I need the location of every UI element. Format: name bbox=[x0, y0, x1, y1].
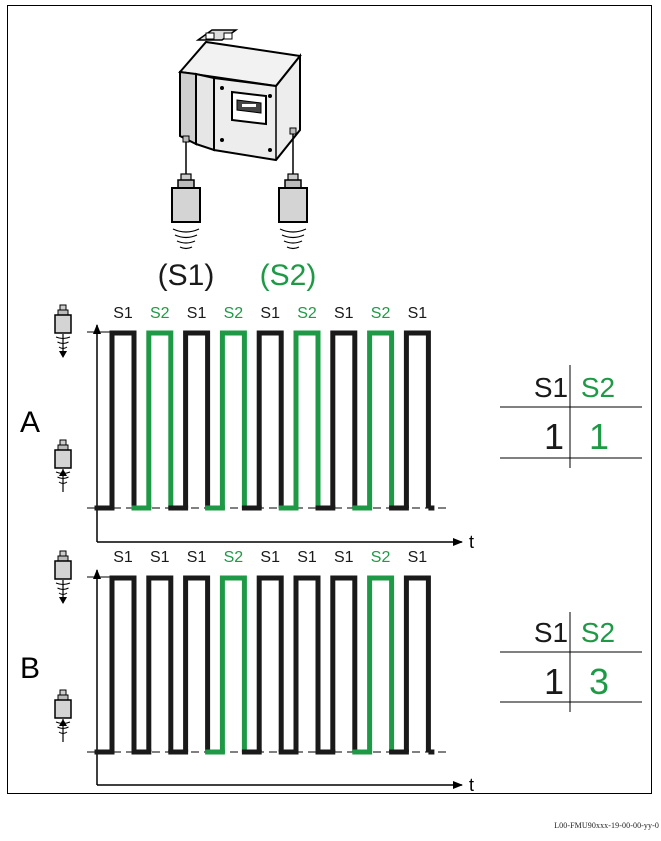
panel-a-time-label: t bbox=[469, 532, 474, 552]
panel_a-pulse-label: S1 bbox=[260, 305, 280, 322]
panel-b-table-ratio-s1: 1 bbox=[544, 661, 564, 702]
panel_b-pulse-label: S1 bbox=[150, 549, 170, 566]
panel_b-pulse-label: S1 bbox=[260, 549, 280, 566]
panel-a-ratio-table: S1 S2 1 1 bbox=[500, 365, 642, 468]
panel_a-pulse-label: S2 bbox=[297, 305, 317, 322]
sensor-s2-icon bbox=[278, 173, 308, 250]
panel_a-pulse bbox=[367, 330, 395, 508]
panel-a-table-ratio-s2: 1 bbox=[589, 416, 609, 457]
sensor-s1-label: (S1) bbox=[158, 259, 215, 292]
panel_b-pulse-label: S1 bbox=[113, 549, 133, 566]
panel_a-pulse-label: S1 bbox=[408, 305, 428, 322]
diagram-frame bbox=[7, 5, 652, 794]
panel_a-pulse-label: S1 bbox=[334, 305, 354, 322]
panel_a-pulse bbox=[403, 330, 431, 508]
panel-b-table-header-s2: S2 bbox=[581, 617, 615, 648]
panel_a-pulse bbox=[109, 330, 137, 508]
sensor-s2-label: (S2) bbox=[260, 259, 317, 292]
panel-b-letter: B bbox=[20, 652, 40, 685]
panel_b-pulse-label: S1 bbox=[297, 549, 317, 566]
panel_a-pulse-label: S2 bbox=[150, 305, 170, 322]
panel_a-pulse bbox=[293, 330, 321, 508]
panel-a-letter: A bbox=[20, 406, 40, 439]
panel_a-pulse bbox=[219, 330, 247, 508]
panel_b-pulse bbox=[330, 575, 358, 752]
panel-a-table-ratio-s1: 1 bbox=[544, 416, 564, 457]
panel-b-sensor-empty-icon bbox=[54, 689, 72, 742]
panel_b-pulse bbox=[293, 575, 321, 752]
sensor-s1-icon bbox=[171, 173, 201, 250]
panel_b-pulse-label: S2 bbox=[224, 549, 244, 566]
panel-b-table-header-s1: S1 bbox=[534, 617, 568, 648]
panel_a-pulse-label: S1 bbox=[187, 305, 207, 322]
panel_a-pulse bbox=[146, 330, 174, 508]
panel_a-pulse-label: S1 bbox=[113, 305, 133, 322]
panel_b-pulse bbox=[219, 575, 247, 752]
panel-b-ratio-table: S1 S2 1 3 bbox=[500, 612, 642, 712]
figure-reference: L00-FMU90xxx-19-00-00-yy-0 bbox=[554, 821, 659, 830]
panel_b-pulse-label: S1 bbox=[334, 549, 354, 566]
panel_b-pulse-label: S1 bbox=[408, 549, 428, 566]
panel-a-sensor-full-icon bbox=[54, 304, 72, 358]
panel_b-pulse-label: S2 bbox=[371, 549, 391, 566]
panel-b-time-label: t bbox=[469, 775, 474, 795]
panel_b-pulse bbox=[403, 575, 431, 752]
panel-a-sensor-empty-icon bbox=[54, 439, 72, 492]
panel_a-pulse bbox=[330, 330, 358, 508]
panel-a-table-header-s1: S1 bbox=[534, 372, 568, 403]
panel_b-pulse bbox=[183, 575, 211, 752]
panel_b-pulse bbox=[367, 575, 395, 752]
panel-b-sensor-full-icon bbox=[54, 550, 72, 604]
transmitter-housing-icon bbox=[178, 29, 302, 162]
panel_b-pulse bbox=[109, 575, 137, 752]
panel_b-pulse bbox=[256, 575, 284, 752]
panel_b-pulse-label: S1 bbox=[187, 549, 207, 566]
panel_b-pulse bbox=[146, 575, 174, 752]
panel_a-pulse-label: S2 bbox=[371, 305, 391, 322]
panel-b-table-ratio-s2: 3 bbox=[589, 661, 609, 702]
panel-a-table-header-s2: S2 bbox=[581, 372, 615, 403]
panel_a-pulse-label: S2 bbox=[224, 305, 244, 322]
panel_a-pulse bbox=[183, 330, 211, 508]
panel_a-pulse bbox=[256, 330, 284, 508]
